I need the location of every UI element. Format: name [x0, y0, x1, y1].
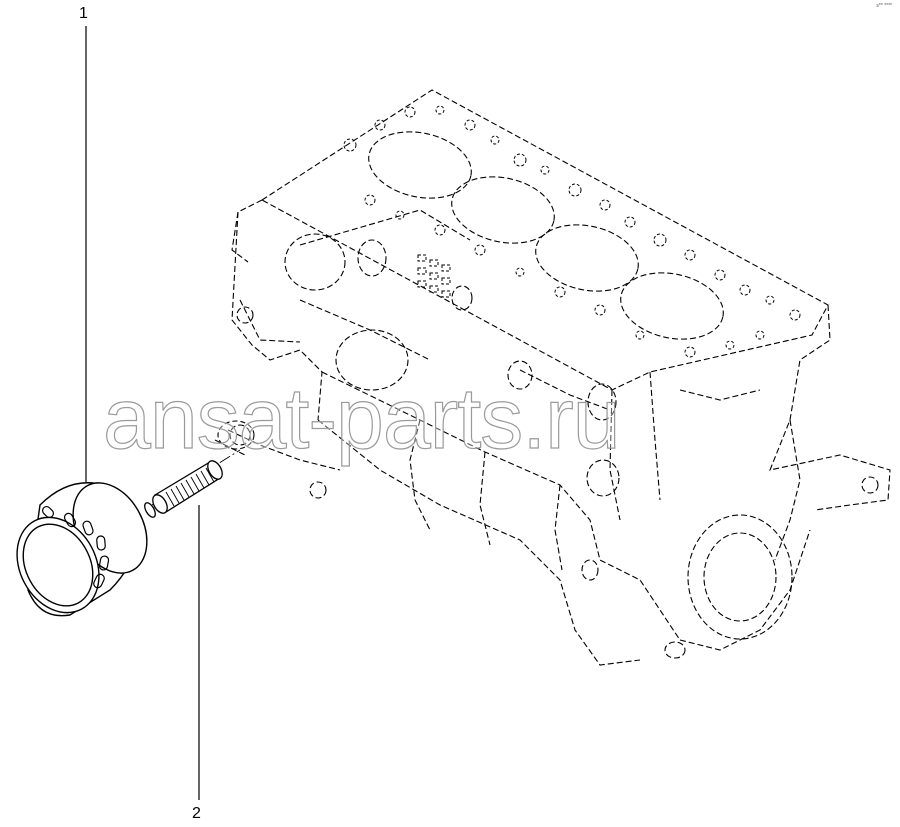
reference-code: s** **** [876, 3, 892, 9]
block-bosses [229, 233, 879, 659]
callout-number-1: 1 [79, 5, 88, 22]
side-grid [417, 254, 451, 298]
deck-holes [343, 105, 801, 358]
callout-number-2: 2 [192, 805, 201, 822]
engine-block-outline [214, 89, 891, 666]
filter-mount-boss [217, 420, 255, 450]
cylinder-bores [368, 131, 724, 340]
watermark: ansat-parts.ru [102, 370, 621, 467]
filter-stud-icon [144, 460, 223, 518]
oil-filter-icon [16, 482, 148, 617]
